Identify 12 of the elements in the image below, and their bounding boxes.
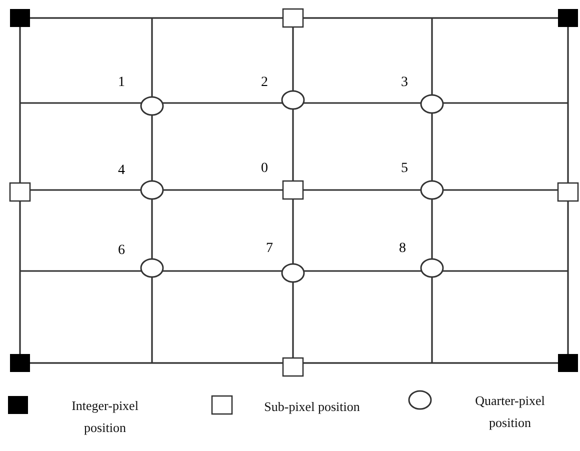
position-number: 5: [401, 160, 408, 177]
legend-text: Sub-pixel position: [263, 398, 361, 416]
position-number: 8: [399, 240, 406, 257]
position-number: 3: [401, 74, 408, 91]
legend-text: Quarter-pixel position: [474, 392, 546, 432]
position-number: 4: [118, 162, 125, 179]
position-number: 2: [261, 74, 268, 91]
position-number: 6: [118, 242, 125, 259]
position-number: 1: [118, 74, 125, 91]
legend-text: Integer-pixel position: [70, 397, 140, 437]
position-number: 7: [266, 240, 273, 257]
position-number: 0: [261, 160, 268, 177]
